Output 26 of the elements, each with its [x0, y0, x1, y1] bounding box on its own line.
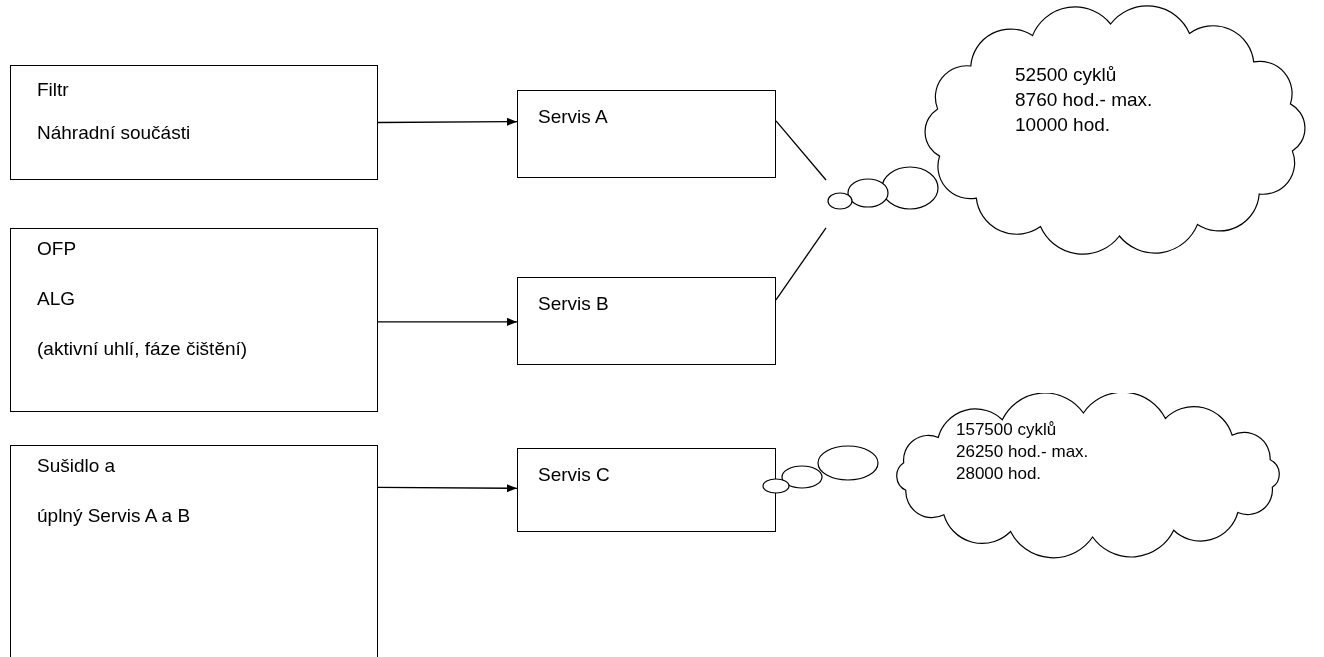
box-text: Servis B [538, 292, 609, 315]
cloud-text: 52500 cyklů [1015, 63, 1118, 87]
box-text: Servis A [538, 105, 608, 128]
arrow [377, 484, 518, 493]
box-text: OFP [37, 237, 78, 260]
box-text: Servis C [538, 463, 610, 486]
process-box [10, 228, 378, 412]
box-text: ALG [37, 287, 77, 310]
cloud-text: 157500 cyklů [956, 419, 1058, 441]
connector-line [775, 227, 827, 301]
cloud-text: 28000 hod. [956, 463, 1043, 485]
process-box [517, 90, 776, 178]
process-box [517, 277, 776, 365]
cloud-text: 26250 hod.- max. [956, 441, 1089, 463]
cloud-text: 10000 hod. [1015, 113, 1112, 137]
cloud-text: 8760 hod.- max. [1015, 88, 1153, 112]
process-box [10, 65, 378, 180]
box-text: úplný Servis A a B [37, 504, 191, 527]
process-box [10, 445, 378, 657]
arrow [377, 117, 518, 126]
box-text: (aktivní uhlí, fáze čištění) [37, 337, 248, 360]
process-box [517, 448, 776, 532]
arrow [377, 317, 518, 326]
box-text: Filtr [37, 78, 70, 101]
box-text: Sušidlo a [37, 454, 117, 477]
box-text: Náhradní součásti [37, 121, 191, 144]
